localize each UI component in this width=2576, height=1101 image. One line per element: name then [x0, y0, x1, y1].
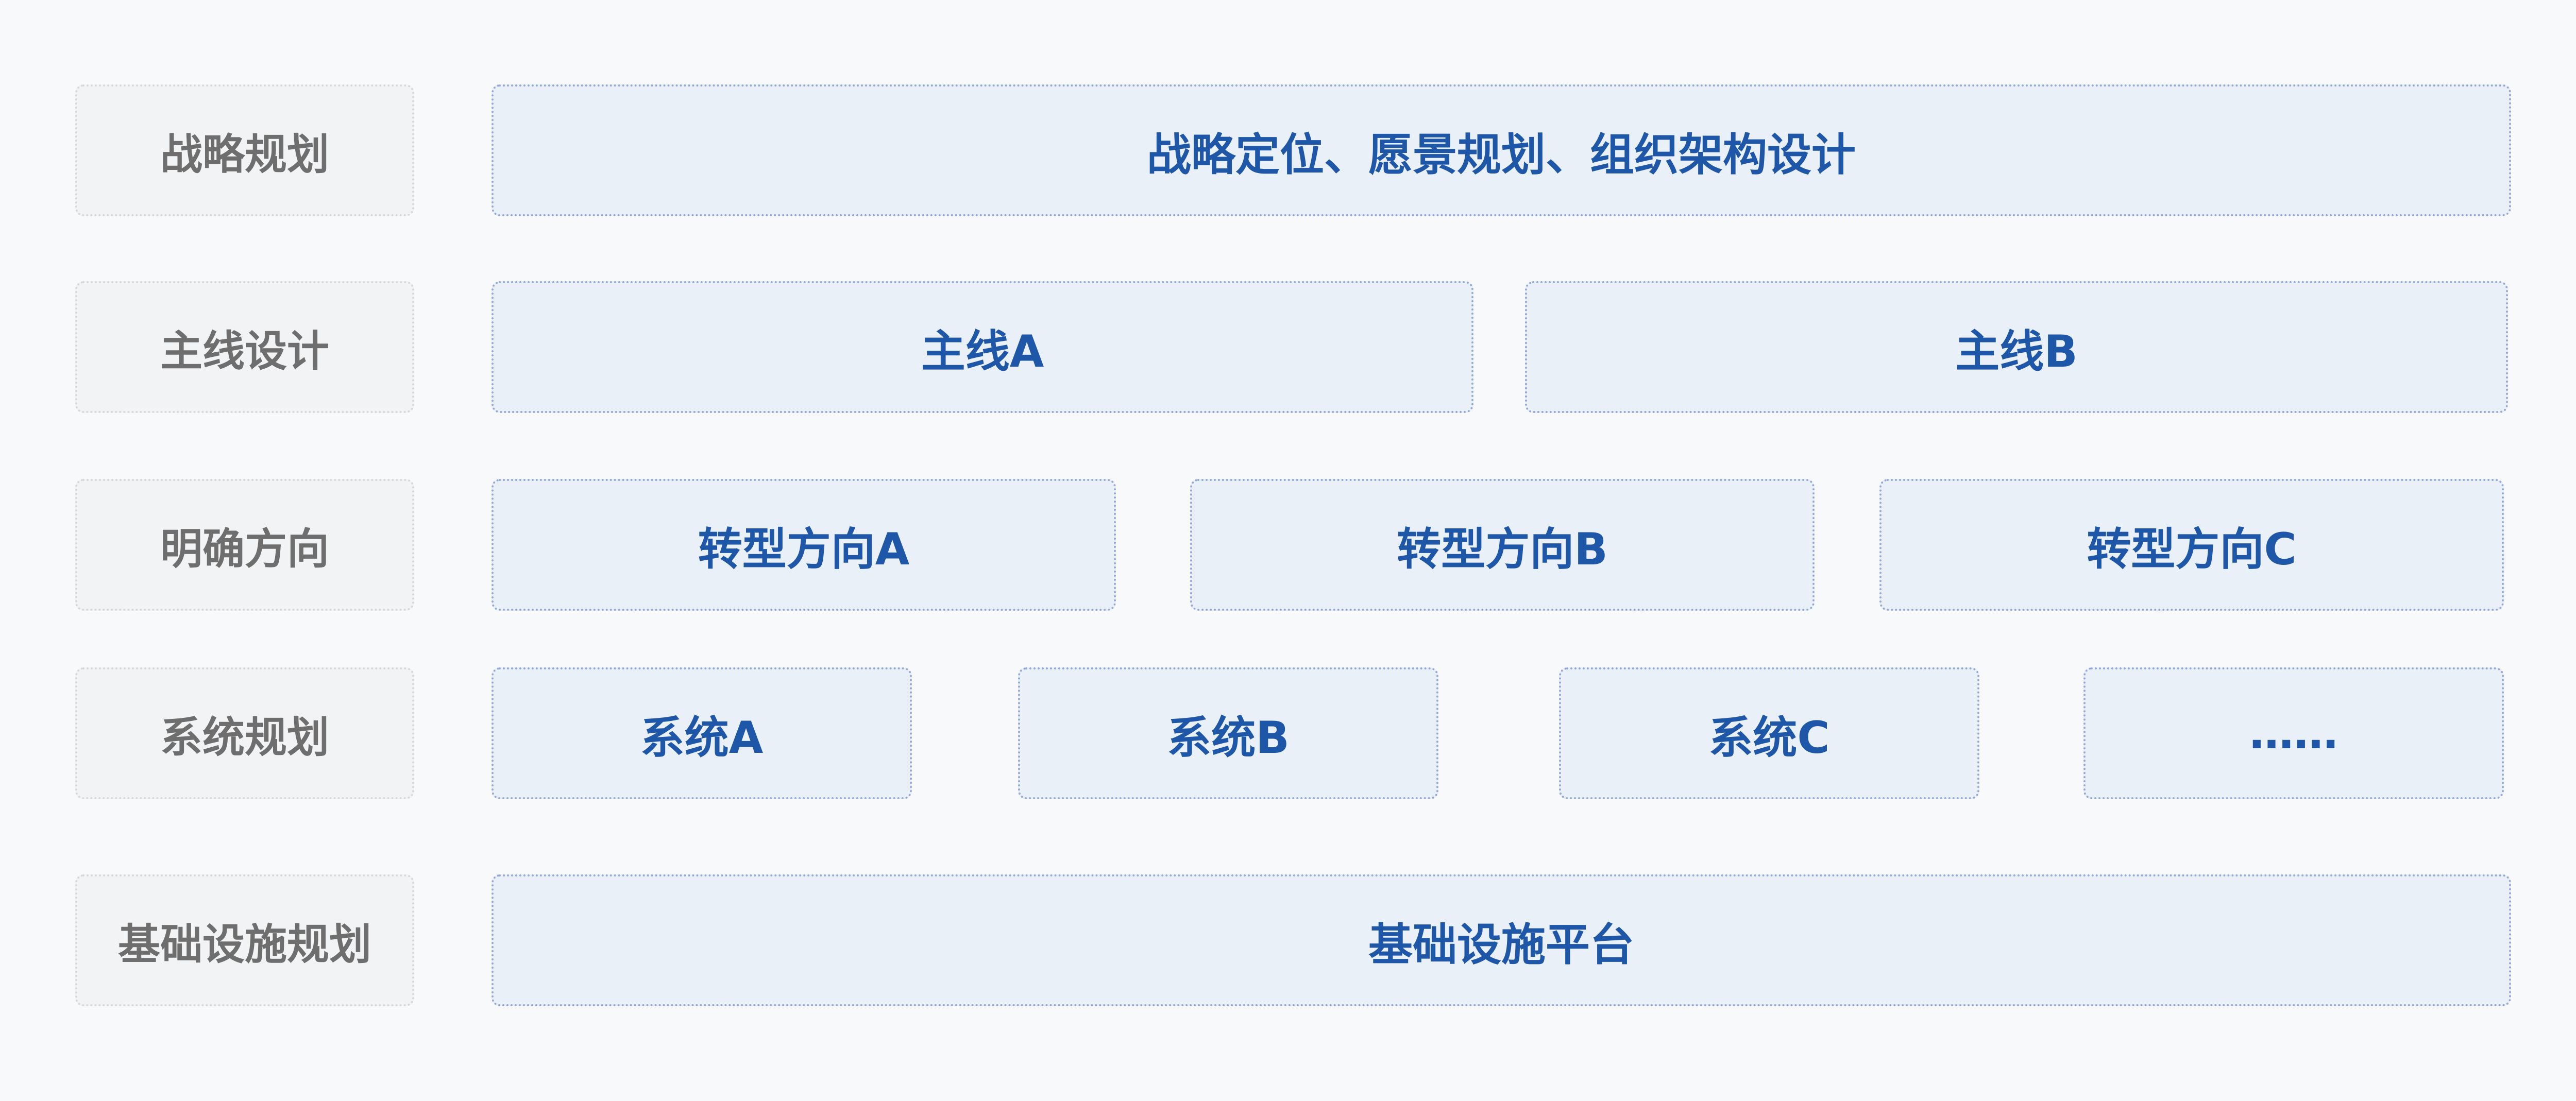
strategy-block: 战略定位、愿景规划、组织架构设计 [492, 84, 2511, 216]
layer-label-mainline: 主线设计 [75, 281, 414, 413]
mainline-a-block: 主线A [492, 281, 1473, 413]
layer-label-system: 系统规划 [75, 667, 414, 799]
direction-b-block: 转型方向B [1190, 479, 1815, 611]
system-a-block: 系统A [492, 667, 912, 799]
system-c-block: 系统C [1559, 667, 1979, 799]
direction-c-block: 转型方向C [1879, 479, 2504, 611]
layer-label-direction: 明确方向 [75, 479, 414, 611]
infrastructure-block: 基础设施平台 [492, 874, 2511, 1006]
system-more-block: …… [2083, 667, 2504, 799]
layer-label-strategy: 战略规划 [75, 84, 414, 216]
system-b-block: 系统B [1018, 667, 1438, 799]
mainline-b-block: 主线B [1525, 281, 2508, 413]
direction-a-block: 转型方向A [492, 479, 1116, 611]
layer-label-infrastructure: 基础设施规划 [75, 874, 414, 1006]
